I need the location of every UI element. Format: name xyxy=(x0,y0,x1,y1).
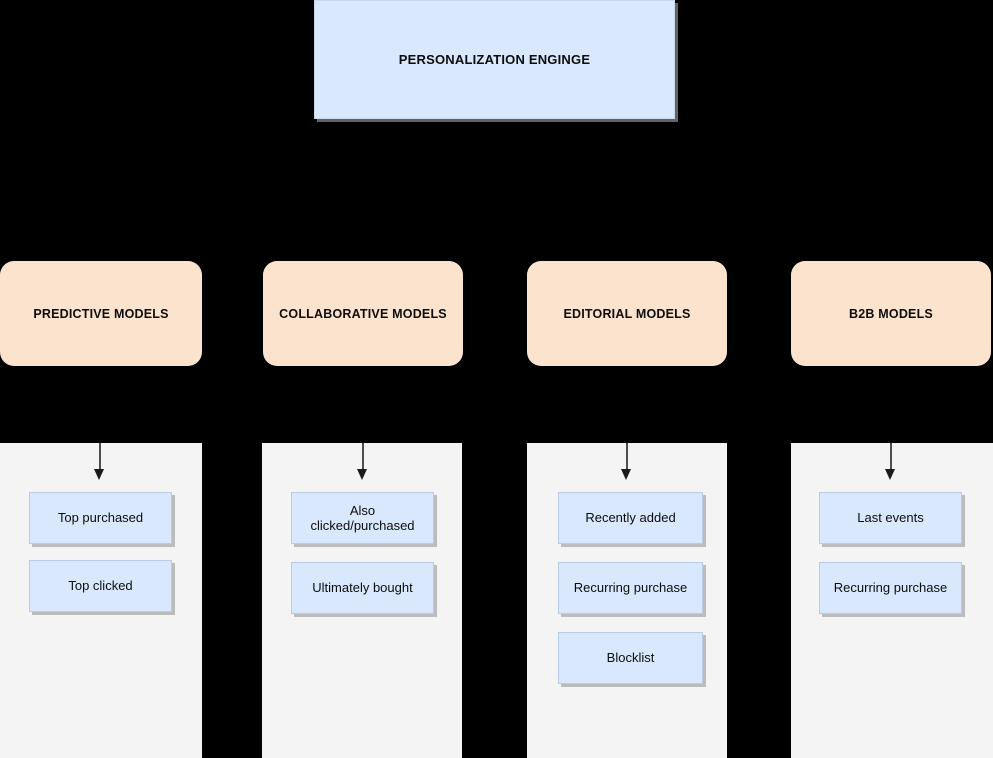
item-node[interactable]: Ultimately bought xyxy=(291,562,434,614)
model-node-b2b[interactable]: B2B MODELS xyxy=(791,261,991,366)
model-node-label: EDITORIAL MODELS xyxy=(563,306,691,321)
model-node-collaborative[interactable]: COLLABORATIVE MODELS xyxy=(263,261,463,366)
item-node[interactable]: Top clicked xyxy=(29,560,172,612)
item-node[interactable]: Recurring purchase xyxy=(558,562,703,614)
model-node-predictive[interactable]: PREDICTIVE MODELS xyxy=(0,261,202,366)
item-node-label: Top clicked xyxy=(68,578,133,594)
personalization-engine-node[interactable]: PERSONALIZATION ENGINGE xyxy=(314,0,675,119)
model-node-label: B2B MODELS xyxy=(849,306,933,321)
personalization-engine-label: PERSONALIZATION ENGINGE xyxy=(398,52,591,67)
item-node-label: Blocklist xyxy=(606,650,655,666)
item-node-label: Recurring purchase xyxy=(833,580,948,596)
item-node[interactable]: Recurring purchase xyxy=(819,562,962,614)
item-node[interactable]: Blocklist xyxy=(558,632,703,684)
model-node-label: COLLABORATIVE MODELS xyxy=(279,306,447,321)
item-node[interactable]: Top purchased xyxy=(29,492,172,544)
item-node-label: Recurring purchase xyxy=(573,580,688,596)
item-node[interactable]: Last events xyxy=(819,492,962,544)
model-node-label: PREDICTIVE MODELS xyxy=(33,306,169,321)
item-node-label: Last events xyxy=(857,510,924,526)
item-node-label: Also clicked/purchased xyxy=(310,502,415,533)
item-node-label: Top purchased xyxy=(57,510,144,526)
item-node[interactable]: Also clicked/purchased xyxy=(291,492,434,544)
item-node-label: Ultimately bought xyxy=(312,580,413,596)
item-node[interactable]: Recently added xyxy=(558,492,703,544)
item-node-label: Recently added xyxy=(585,510,676,526)
model-node-editorial[interactable]: EDITORIAL MODELS xyxy=(527,261,727,366)
